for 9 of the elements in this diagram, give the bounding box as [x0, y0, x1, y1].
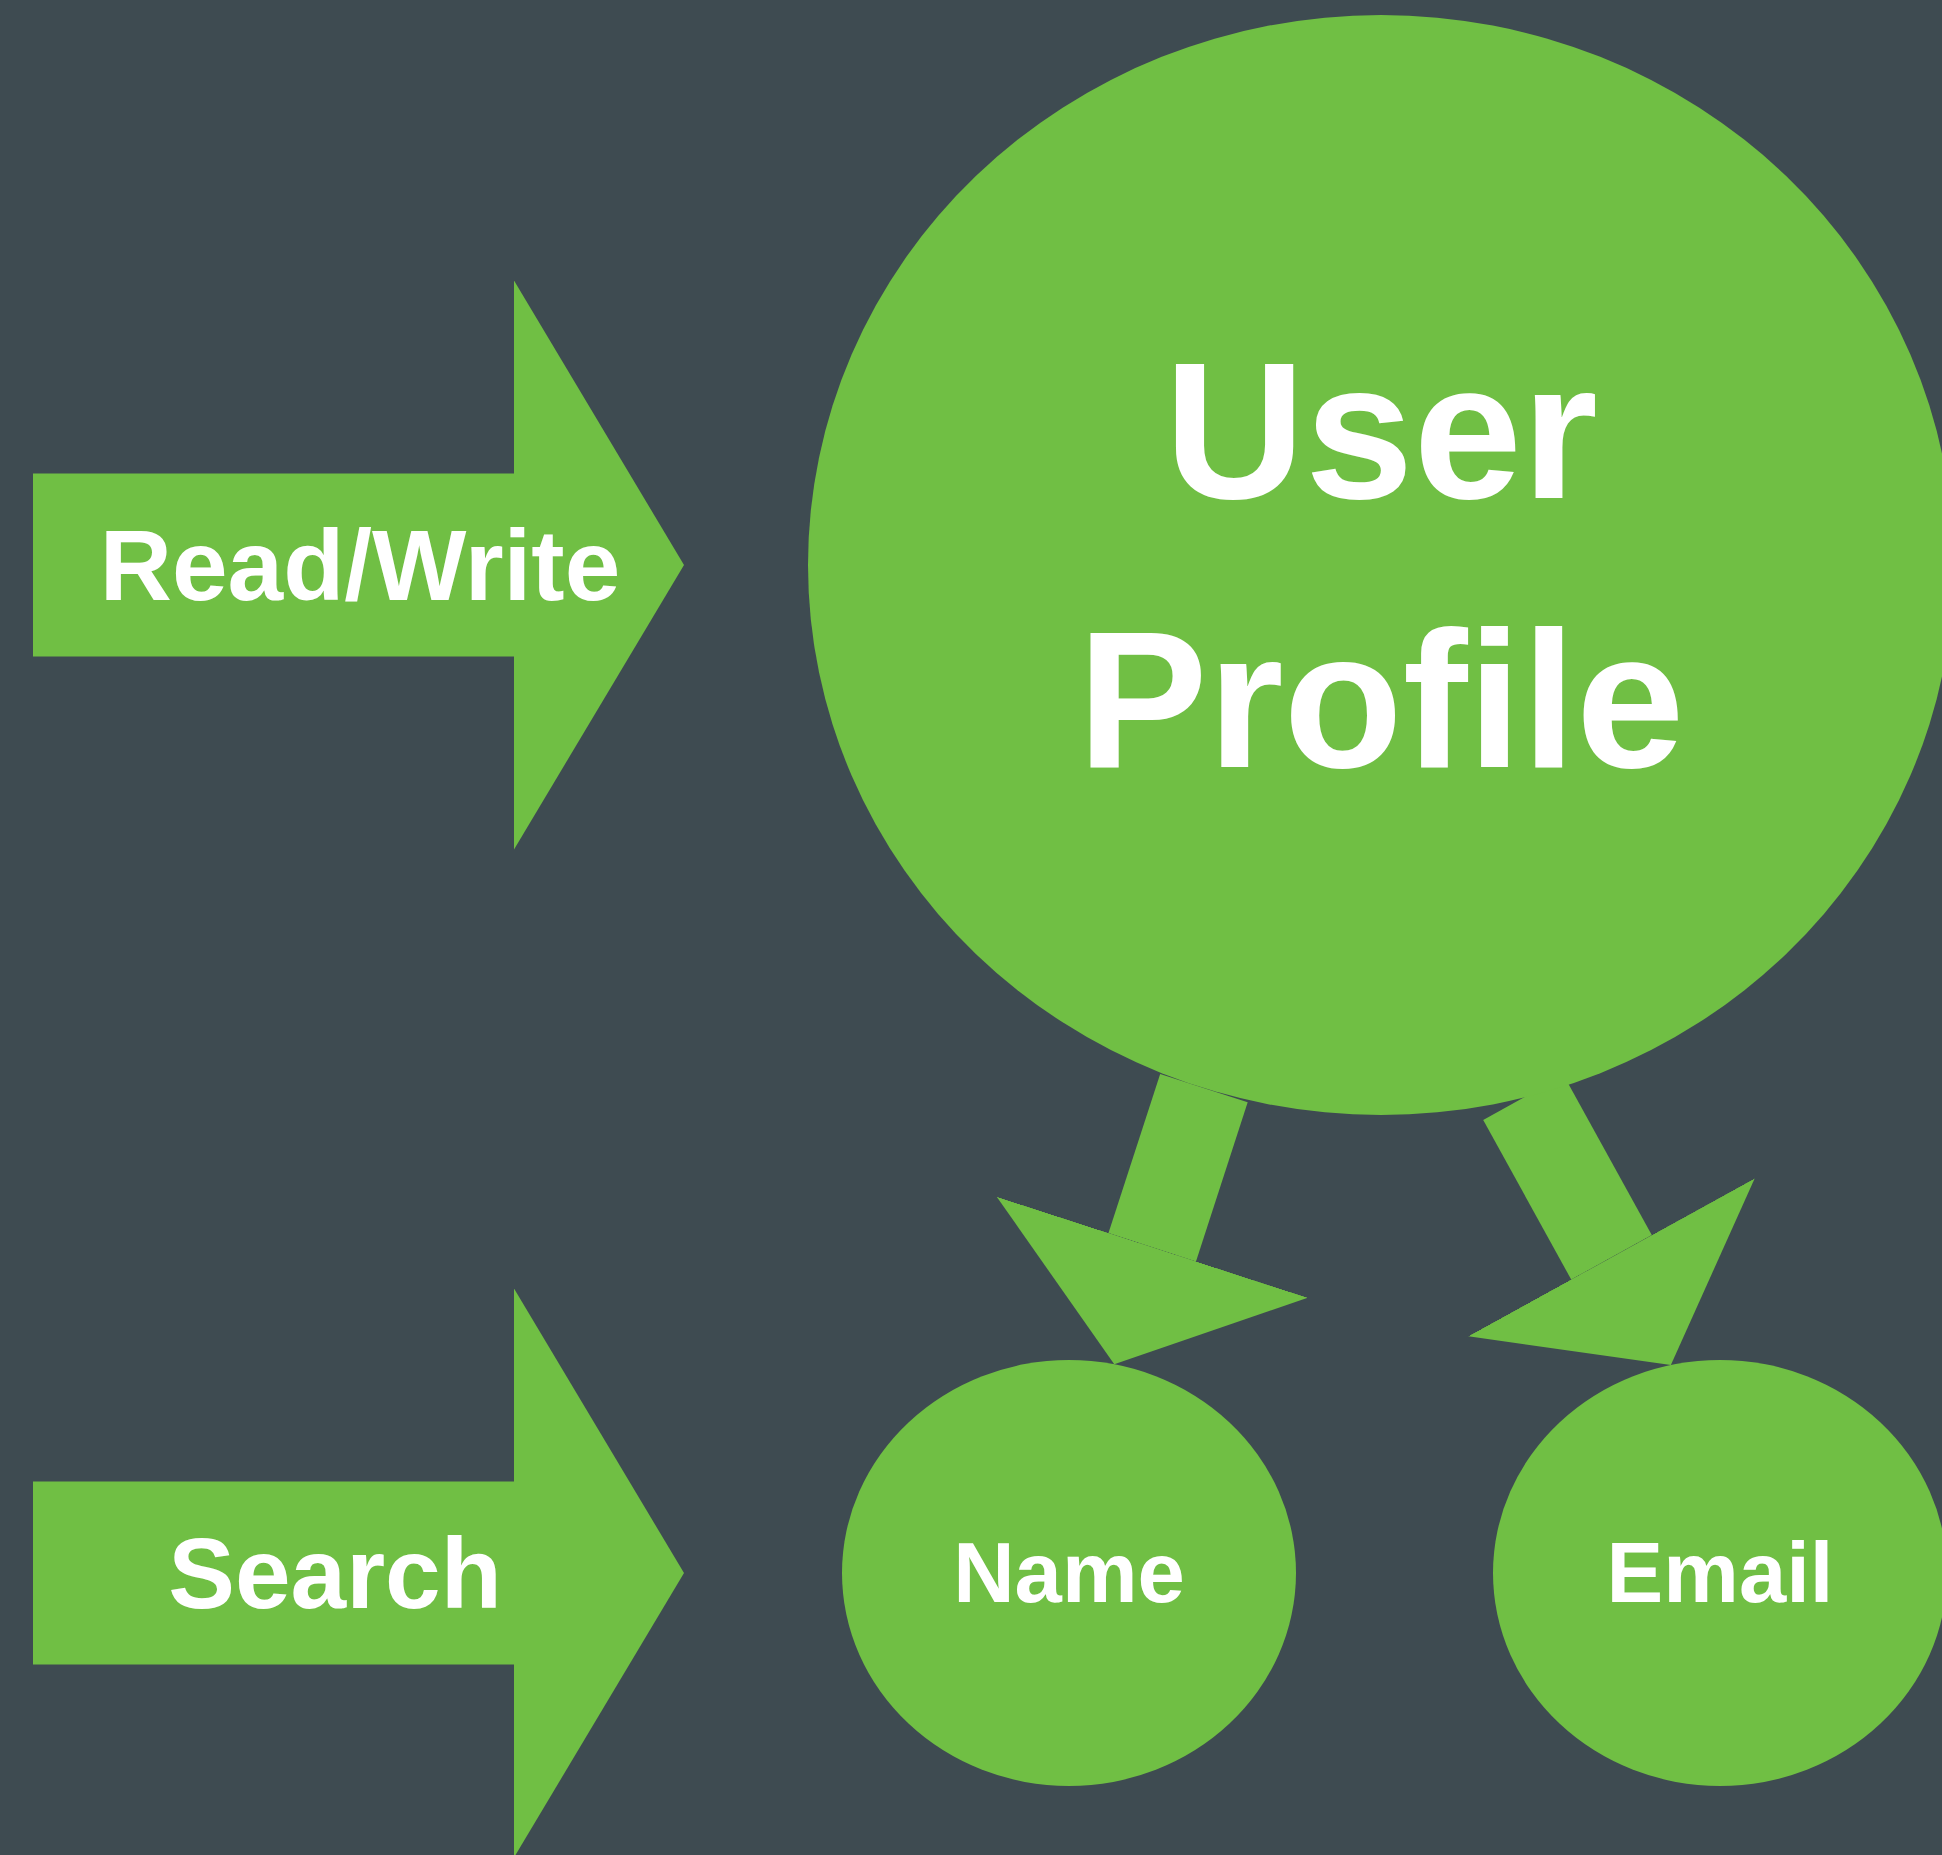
block-arrow — [996, 1073, 1308, 1365]
ellipse-node — [842, 1360, 1296, 1786]
arrow-label: Search — [167, 1515, 503, 1631]
block-arrow — [33, 280, 684, 850]
node-label: Email — [1606, 1524, 1834, 1623]
arrow-label: Read/Write — [98, 507, 622, 623]
node-label: User Profile — [1076, 319, 1686, 810]
node-label: Name — [953, 1524, 1185, 1623]
block-arrow — [33, 1288, 684, 1855]
